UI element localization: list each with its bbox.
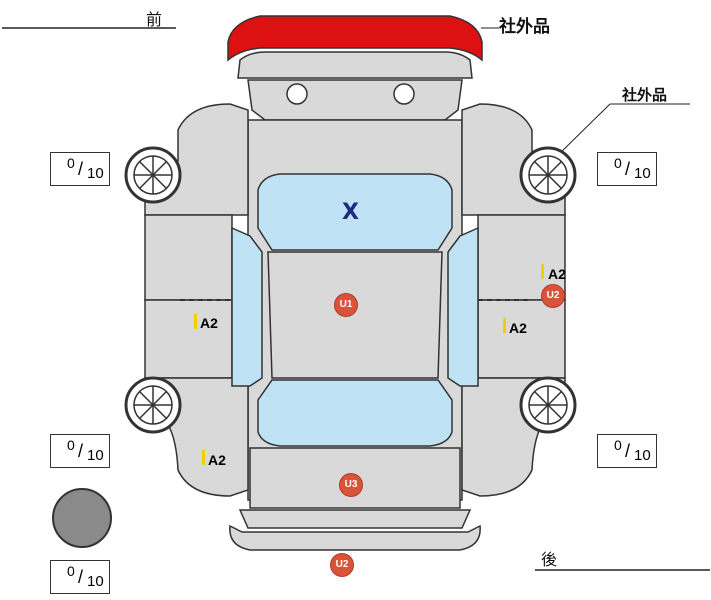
windshield[interactable]: [257, 173, 453, 251]
damage-badge-trunk[interactable]: U3: [340, 474, 362, 496]
tread-value: 0: [614, 437, 622, 453]
roof[interactable]: [267, 251, 443, 379]
front-bumper[interactable]: [227, 15, 483, 62]
rear-panel: [238, 509, 472, 529]
spare-tire-icon[interactable]: [52, 488, 112, 548]
tread-gauge-rear-left[interactable]: 0 / 10: [50, 434, 110, 468]
tread-slash: /: [78, 159, 84, 179]
wheel-rear-left[interactable]: [124, 376, 182, 434]
damage-mark-front-right-door[interactable]: A2: [548, 266, 566, 282]
tread-slash: /: [78, 567, 84, 587]
tread-gauge-front-right[interactable]: 0 / 10: [597, 152, 657, 186]
side-window-right[interactable]: [447, 226, 479, 387]
tread-gauge-spare[interactable]: 0 / 10: [50, 560, 110, 594]
tread-slash: /: [625, 441, 631, 461]
rear-door-right[interactable]: [477, 299, 566, 379]
rear-bumper[interactable]: [229, 524, 481, 551]
front-label: 前: [146, 10, 163, 29]
hood[interactable]: [247, 79, 463, 121]
damage-badge-right-door[interactable]: U2: [542, 285, 564, 307]
wheel-rear-right[interactable]: [519, 376, 577, 434]
tread-max: 10: [87, 165, 104, 182]
wheel-front-right[interactable]: [519, 146, 577, 204]
tread-max: 10: [634, 447, 651, 464]
tread-value: 0: [67, 437, 75, 453]
damage-tick: [541, 264, 544, 279]
damage-tick: [202, 450, 205, 465]
aftermarket-label-right: 社外品: [622, 86, 668, 104]
rear-label: 後: [541, 550, 558, 569]
tread-gauge-front-left[interactable]: 0 / 10: [50, 152, 110, 186]
tread-slash: /: [625, 159, 631, 179]
aftermarket-label-top: 社外品: [499, 17, 550, 37]
damage-mark-front-left-door[interactable]: A2: [200, 315, 218, 331]
damage-mark-rear-left-fender[interactable]: A2: [208, 452, 226, 468]
windshield-x-mark: X: [342, 200, 359, 225]
damage-tick: [503, 318, 506, 333]
side-window-left[interactable]: [231, 226, 263, 387]
rear-door-left[interactable]: [144, 299, 233, 379]
front-door-left[interactable]: [144, 214, 233, 301]
tread-max: 10: [634, 165, 651, 182]
damage-badge-rear-bumper[interactable]: U2: [331, 554, 353, 576]
headlight-left: [286, 83, 308, 105]
damage-tick: [194, 314, 197, 329]
tread-max: 10: [87, 447, 104, 464]
rear-window[interactable]: [257, 379, 453, 447]
damage-mark-rear-right-door[interactable]: A2: [509, 320, 527, 336]
damage-badge-roof[interactable]: U1: [335, 294, 357, 316]
tread-value: 0: [67, 563, 75, 579]
tread-value: 0: [614, 155, 622, 171]
tread-value: 0: [67, 155, 75, 171]
tread-slash: /: [78, 441, 84, 461]
wheel-front-left[interactable]: [124, 146, 182, 204]
callout-leader-right: [554, 103, 611, 159]
headlight-right: [393, 83, 415, 105]
front-panel: [237, 51, 473, 79]
tread-max: 10: [87, 573, 104, 590]
tread-gauge-rear-right[interactable]: 0 / 10: [597, 434, 657, 468]
